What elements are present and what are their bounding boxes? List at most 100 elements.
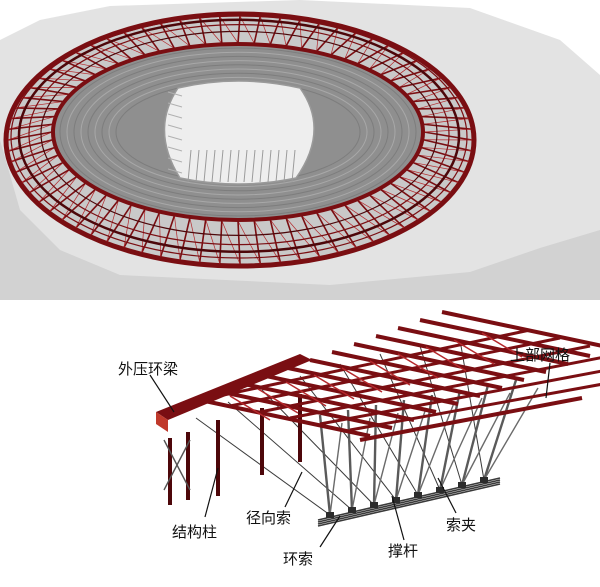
seating-row bbox=[108, 76, 368, 188]
roof-ring-truss bbox=[10, 15, 468, 259]
pitch-beam bbox=[167, 102, 183, 108]
roof-lacing bbox=[11, 108, 59, 119]
cable-clamp bbox=[326, 512, 334, 518]
pitch-beam bbox=[167, 91, 183, 97]
roof-lacing bbox=[237, 220, 261, 264]
roof-radial-truss bbox=[285, 217, 301, 261]
grid-diagonal bbox=[257, 388, 299, 414]
strut-brace bbox=[395, 407, 427, 501]
leader-column bbox=[204, 467, 219, 518]
roof-radial-truss bbox=[21, 96, 64, 103]
roof-lacing bbox=[369, 194, 418, 221]
steel-framing bbox=[156, 310, 600, 505]
roof-radial-truss bbox=[356, 199, 390, 236]
pitch-post bbox=[211, 149, 216, 183]
inner-ring bbox=[51, 42, 425, 222]
roof-lacing bbox=[90, 194, 107, 236]
strut bbox=[438, 389, 462, 491]
roof-lacing bbox=[21, 94, 70, 98]
roof-radial-truss bbox=[379, 188, 419, 221]
roof-lacing bbox=[270, 219, 301, 260]
roof-lacing bbox=[301, 215, 339, 253]
roof-radial-truss bbox=[11, 146, 56, 163]
roof-radial-truss bbox=[300, 215, 321, 257]
roof-ring-truss bbox=[17, 18, 461, 254]
roof-radial-truss bbox=[237, 220, 241, 265]
roof-lacing bbox=[7, 123, 53, 141]
roof-lacing bbox=[330, 208, 374, 242]
roof-radial-truss bbox=[29, 168, 70, 194]
roof-lacing bbox=[417, 97, 459, 110]
pitch-opening bbox=[163, 80, 315, 185]
strut bbox=[460, 384, 490, 486]
strut bbox=[372, 404, 378, 506]
pitch-structure bbox=[167, 91, 296, 183]
roof-radial-truss bbox=[75, 194, 108, 229]
grid-beam bbox=[375, 334, 547, 374]
roof-lacing bbox=[106, 200, 119, 242]
roof-lacing bbox=[75, 189, 96, 228]
roof-radial-truss bbox=[423, 138, 472, 152]
pitch-post bbox=[259, 149, 264, 183]
pitch-beam bbox=[167, 168, 183, 174]
roof-lacing bbox=[406, 77, 442, 95]
radial-cable bbox=[227, 401, 353, 511]
roof-lacing bbox=[49, 176, 78, 212]
roof-lacing bbox=[344, 204, 390, 236]
grid-beam bbox=[309, 358, 481, 398]
strut bbox=[318, 414, 332, 516]
pitch-post bbox=[243, 149, 248, 183]
stadium-render bbox=[0, 0, 600, 300]
pitch-beam bbox=[167, 146, 183, 152]
label-cable-clamp: 索夹 bbox=[446, 516, 476, 534]
roof-radial-truss bbox=[330, 208, 357, 248]
pitch-post bbox=[203, 149, 208, 183]
roof-radial-truss bbox=[423, 131, 473, 141]
strut-brace bbox=[439, 397, 483, 491]
grid-beam bbox=[419, 318, 591, 358]
pitch-post bbox=[267, 149, 272, 183]
pitch-post bbox=[283, 149, 288, 183]
pitch-beam bbox=[167, 124, 183, 130]
roof-radial-truss bbox=[49, 182, 87, 212]
pitch-beam bbox=[167, 135, 183, 141]
roof-radial-truss bbox=[159, 215, 176, 257]
grid-diagonal bbox=[369, 360, 411, 386]
roof-shell-rim bbox=[3, 11, 477, 269]
label-upper-grid: 上部网格 bbox=[510, 346, 570, 364]
seating-row bbox=[87, 64, 389, 200]
strut-brace bbox=[483, 387, 539, 481]
grid-cross-beam bbox=[319, 369, 600, 426]
roof-radial-truss bbox=[15, 154, 59, 173]
roof-lacing bbox=[8, 131, 53, 152]
roof-lacing bbox=[398, 176, 451, 193]
grid-cross-beam bbox=[229, 336, 561, 408]
grid-beam bbox=[243, 382, 415, 422]
roof-lacing bbox=[123, 204, 132, 248]
roof-radial-truss bbox=[198, 219, 207, 263]
cable-clamp bbox=[436, 487, 444, 493]
roof-ring-truss bbox=[40, 30, 438, 236]
grid-diagonal bbox=[397, 353, 439, 379]
seating-row bbox=[59, 47, 417, 217]
cable-clamp bbox=[414, 492, 422, 498]
roof-radial-truss bbox=[420, 146, 469, 163]
roof-radial-truss bbox=[423, 123, 472, 130]
grid-diagonal bbox=[453, 339, 495, 365]
pitch-post bbox=[227, 149, 232, 183]
seating-row bbox=[94, 68, 382, 196]
ground-shadow bbox=[0, 140, 600, 300]
outer-ring-beam bbox=[156, 354, 312, 420]
grid-cross-beam bbox=[289, 356, 600, 420]
seating-row bbox=[66, 51, 410, 213]
cable-clamp bbox=[370, 502, 378, 508]
roof-radial-truss bbox=[368, 194, 405, 229]
leader-ring-cable bbox=[319, 515, 341, 548]
roof-radial-truss bbox=[398, 77, 442, 89]
cable-clamp bbox=[458, 482, 466, 488]
strut bbox=[482, 379, 518, 481]
roof-radial-truss bbox=[15, 107, 59, 110]
pitch-post bbox=[275, 149, 280, 183]
pitch-post bbox=[291, 149, 296, 183]
roof-ring-trusses bbox=[10, 15, 468, 259]
